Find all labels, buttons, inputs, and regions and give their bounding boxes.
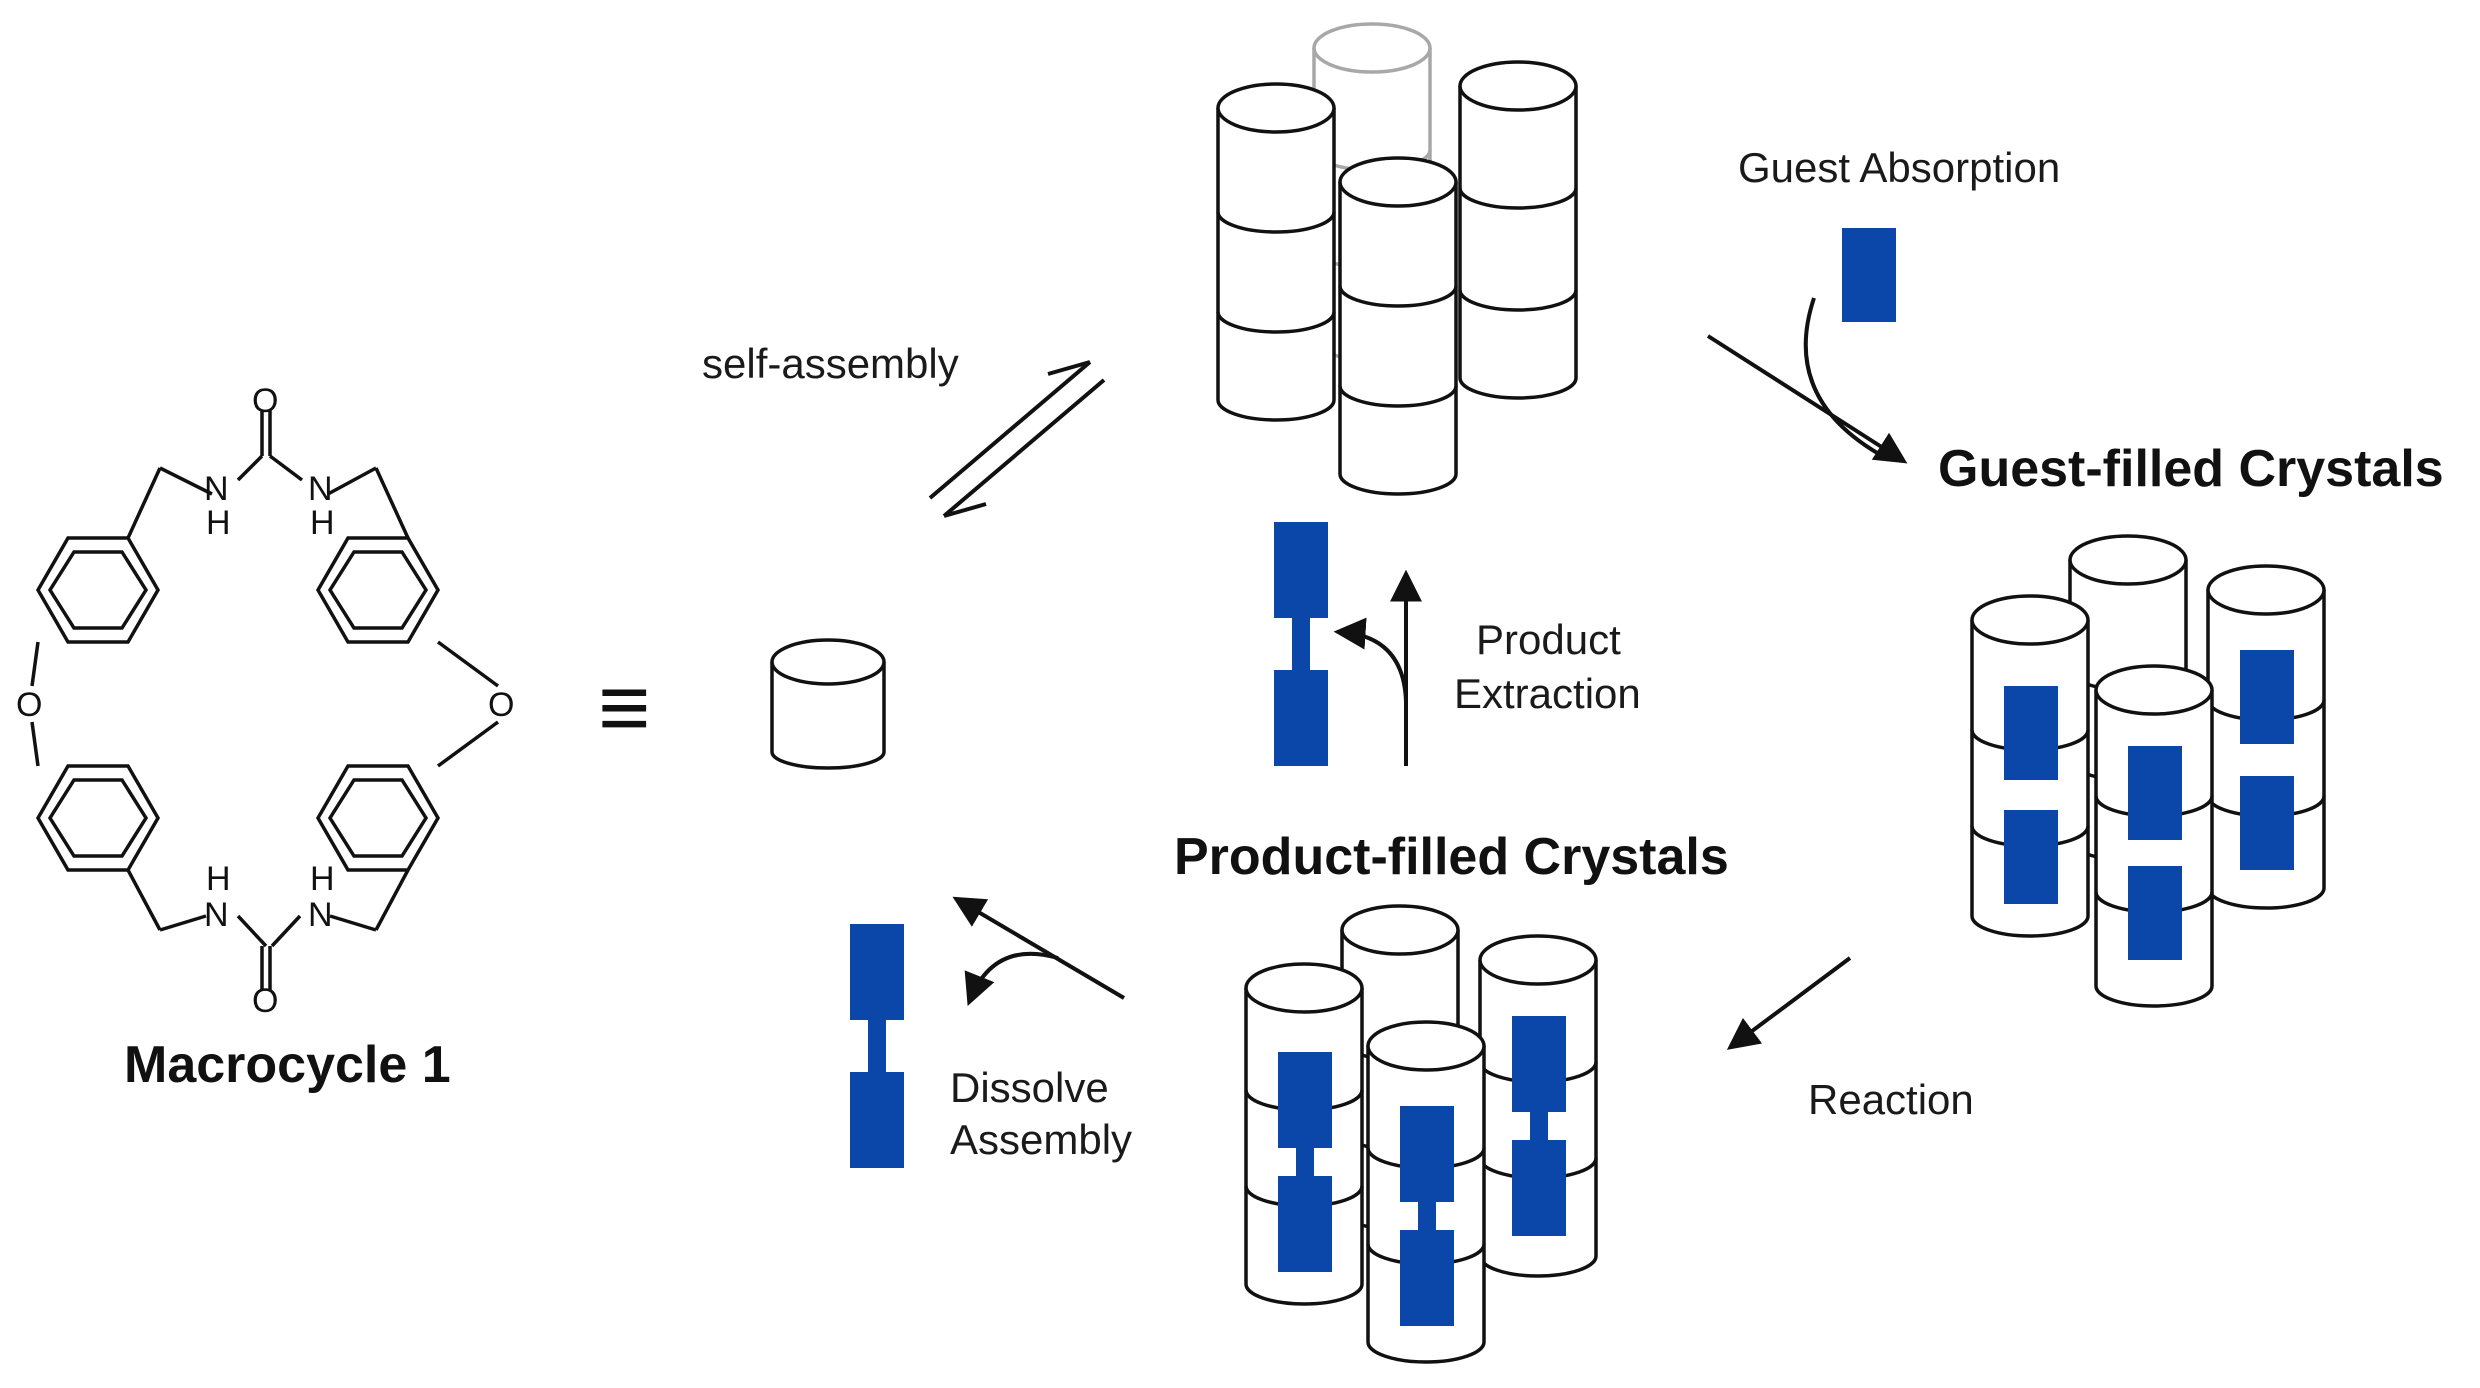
product-filled-crystal-assembly <box>1244 904 1598 1364</box>
guest-absorption-label: Guest Absorption <box>1738 144 2060 191</box>
macrocycle-structure <box>30 410 500 990</box>
guest-absorption-arrow <box>1706 297 1908 464</box>
nitrogen-atom: N <box>308 896 333 934</box>
dissolve-assembly-arrow <box>952 896 1126 1006</box>
oxygen-atom-top: O <box>252 382 278 420</box>
product-extraction-label-1: Product <box>1476 616 1621 663</box>
hydrogen-atom: H <box>310 504 335 542</box>
reaction-label: Reaction <box>1808 1076 1974 1123</box>
product-extraction-label-2: Extraction <box>1454 670 1641 717</box>
extracted-product-molecule <box>1274 522 1328 766</box>
dissolved-product-molecule <box>850 924 904 1168</box>
equivalence-symbol: ≡ <box>598 658 651 758</box>
self-assembly-label: self-assembly <box>702 340 959 387</box>
reaction-arrow <box>1726 956 1852 1050</box>
oxygen-atom-right: O <box>488 686 514 724</box>
macrocycle-atoms: O N H N H O O H N H N O <box>16 382 514 1020</box>
nitrogen-atom: N <box>204 896 229 934</box>
nitrogen-atom: N <box>308 470 333 508</box>
dissolve-label-2: Assembly <box>950 1116 1132 1163</box>
dissolve-label-1: Dissolve <box>950 1064 1109 1111</box>
equilibrium-arrows <box>928 360 1106 518</box>
hydrogen-atom: H <box>206 504 231 542</box>
empty-crystal-assembly <box>1216 22 1578 496</box>
nitrogen-atom: N <box>204 470 229 508</box>
single-cylinder <box>770 638 886 770</box>
oxygen-atom-left: O <box>16 686 42 724</box>
hydrogen-atom: H <box>206 860 231 898</box>
product-filled-crystals-label: Product-filled Crystals <box>1174 828 1729 886</box>
guest-molecule <box>1842 228 1896 322</box>
hydrogen-atom: H <box>310 860 335 898</box>
guest-filled-crystals-label: Guest-filled Crystals <box>1938 440 2444 498</box>
oxygen-atom-bottom: O <box>252 982 278 1020</box>
product-extraction-arrow <box>1333 569 1422 766</box>
macrocycle-label: Macrocycle 1 <box>124 1036 451 1094</box>
guest-filled-crystal-assembly <box>1970 534 2326 1008</box>
